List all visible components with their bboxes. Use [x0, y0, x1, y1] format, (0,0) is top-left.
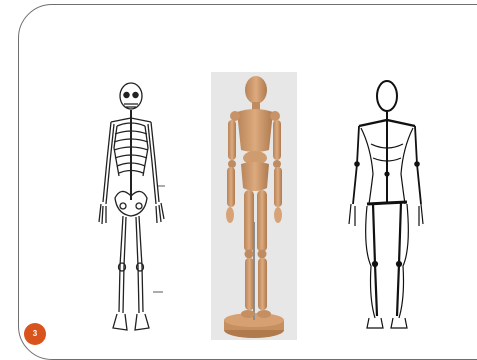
wooden-mannequin-photo	[211, 72, 297, 340]
skeleton-drawing	[95, 82, 167, 334]
figure-construction-sketch	[347, 78, 427, 332]
page-number-badge: 3	[24, 323, 46, 345]
